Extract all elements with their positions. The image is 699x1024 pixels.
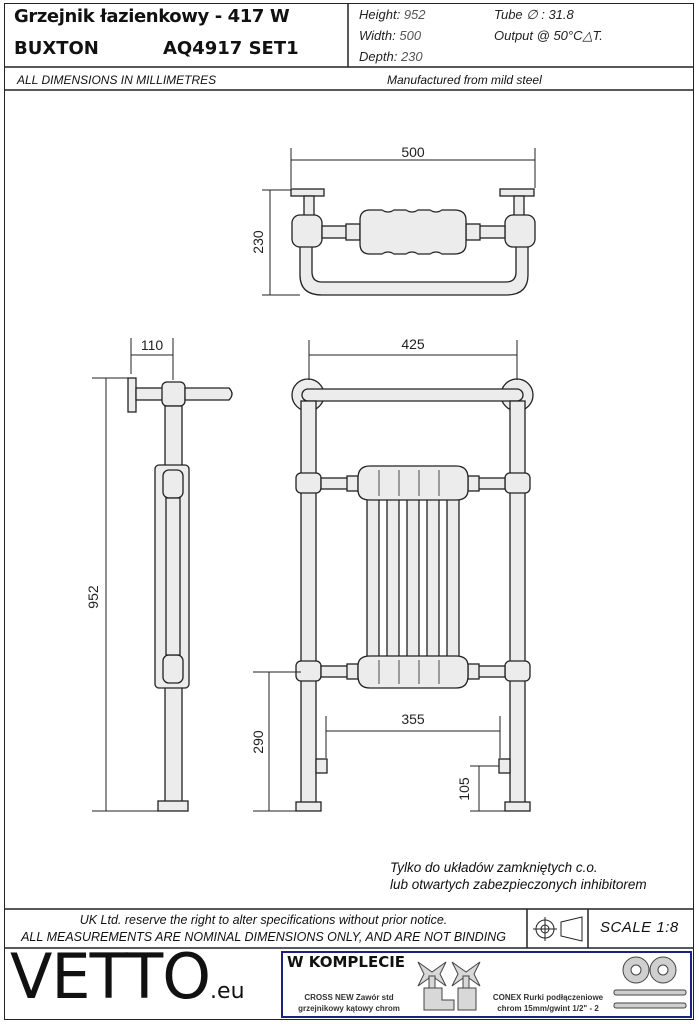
disclaimer-line1: UK Ltd. reserve the right to alter speci… (79, 913, 448, 927)
product-code: AQ4917 SET1 (163, 38, 299, 59)
column-divisions (378, 470, 440, 684)
valve-icon-2 (451, 961, 481, 1011)
dim-valve-height: 105 (456, 777, 472, 801)
installation-note-line2: lub otwartych zabezpieczonych inhibitore… (390, 877, 647, 892)
side-view (127, 377, 233, 812)
brand-logo: VETTO.eu (10, 940, 245, 1013)
scale-label: SCALE 1:8 (600, 919, 679, 936)
projection-symbol-icon (533, 916, 583, 942)
spec-output: Output @ 50°C△T. (494, 28, 603, 43)
installation-note-line1: Tylko do układów zamkniętych c.o. (390, 860, 598, 875)
disclaimer-line2: ALL MEASUREMENTS ARE NOMINAL DIMENSIONS … (21, 930, 506, 944)
valve-icon (417, 961, 455, 1011)
spec-width: Width: 500 (359, 28, 422, 43)
product-title: Grzejnik łazienkowy - 417 W (14, 6, 290, 27)
dim-side-depth: 110 (141, 337, 164, 353)
kit-item-valve: CROSS NEW Zawór std grzejnikowy kątowy c… (298, 993, 400, 1013)
material-note: Manufactured from mild steel (387, 73, 542, 87)
units-note: ALL DIMENSIONS IN MILLIMETRES (17, 73, 217, 87)
dim-valve-span: 355 (401, 711, 425, 727)
dim-height: 952 (85, 585, 101, 609)
pipe-icon (613, 956, 687, 1009)
technical-sheet (4, 3, 694, 1020)
dim-bottom-height: 290 (250, 730, 266, 754)
kit-heading: W KOMPLECIE (287, 953, 406, 971)
spec-depth: Depth: 230 (359, 49, 423, 64)
front-view (291, 378, 534, 812)
kit-item-pipes: CONEX Rurki podłączeniowe chrom 15mm/gwi… (492, 993, 604, 1013)
product-name: BUXTON (14, 38, 99, 59)
top-view (290, 188, 536, 296)
dim-top-width: 500 (401, 144, 425, 160)
dim-front-width: 425 (401, 336, 425, 352)
dim-top-depth: 230 (250, 230, 266, 254)
top-view-dimensions (262, 148, 536, 296)
spec-tube: Tube ∅ : 31.8 (494, 7, 574, 22)
front-view-dimensions (253, 340, 518, 812)
spec-height: Height: 952 (359, 7, 426, 22)
side-view-dimensions (92, 338, 174, 812)
kit-box (281, 951, 692, 1018)
